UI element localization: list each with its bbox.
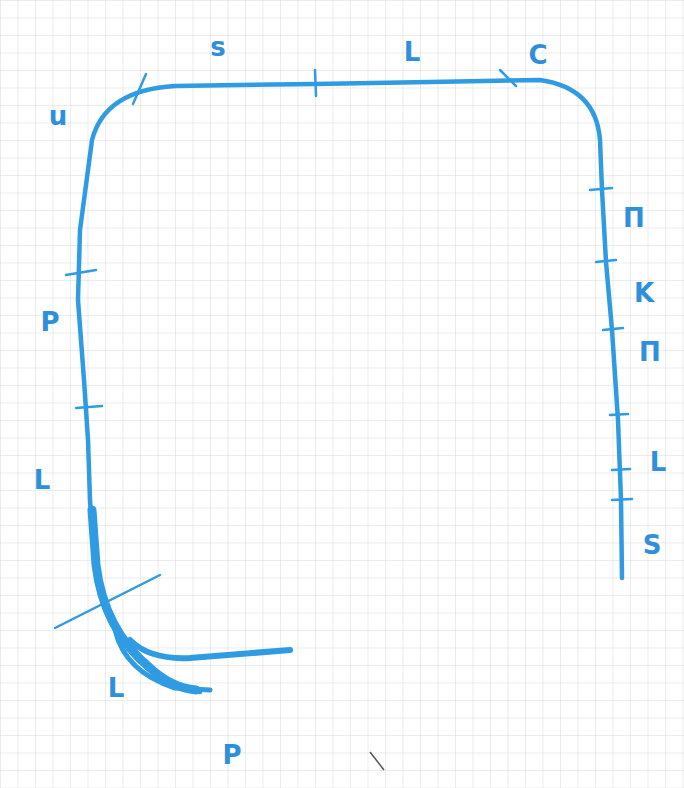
track-letter: K [634,280,654,306]
main-track [78,80,622,692]
tick-marks [55,70,632,628]
track-letter: L [650,449,667,475]
track-letter: P [222,742,241,768]
track-letter: П [639,339,661,365]
track-letter: L [404,39,421,65]
track-branch [115,630,210,690]
track-letter: C [528,42,547,68]
track-letter: L [34,467,51,493]
track-letter: L [108,675,125,701]
pen-mark [370,752,384,770]
track-letter: u [49,103,68,129]
track-heavy [92,510,196,690]
track-letter: P [40,309,59,335]
track-branch [130,640,290,658]
track-letter: S [643,532,662,558]
track-letter: s [210,34,225,60]
track-letter: П [623,205,645,231]
